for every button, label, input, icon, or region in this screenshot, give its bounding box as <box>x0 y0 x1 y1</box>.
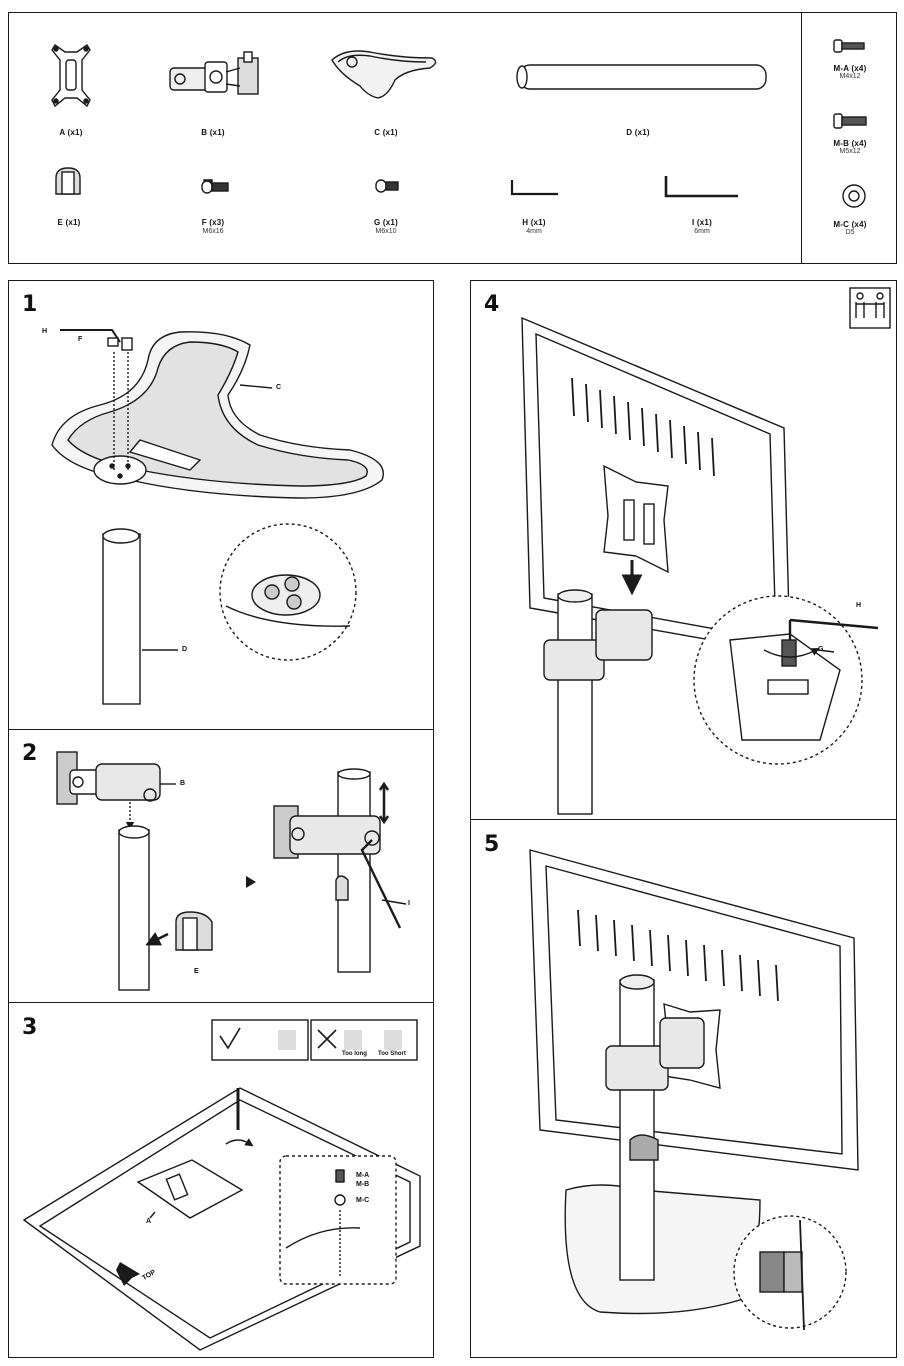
step-3-vesa-plate <box>136 1159 244 1219</box>
step-4-callout-h: H <box>856 602 862 609</box>
step-1-base-plate <box>51 331 384 499</box>
hardware-list-panel <box>801 12 897 264</box>
step-2-callout-b: B <box>180 780 186 787</box>
hardware-mb-label: M-B (x4) <box>833 139 867 148</box>
step-4-callout-g: G <box>818 646 824 653</box>
part-a-label: A (x1) <box>59 128 83 137</box>
part-f-label: F (x3) <box>201 218 225 227</box>
step-4-people-icon <box>849 287 891 329</box>
hardware-mc-spec: D5 <box>845 229 855 236</box>
step-4-number: 4 <box>484 292 500 317</box>
screw-mb-icon <box>833 113 867 129</box>
part-b-label: B (x1) <box>201 128 225 137</box>
part-g-label: G (x1) <box>374 218 398 227</box>
part-i-label: I (x1) <box>692 218 712 227</box>
part-g-spec: M6x10 <box>375 228 397 235</box>
parts-list-panel <box>8 12 802 264</box>
step-3-number: 3 <box>22 1015 38 1040</box>
washer-mc-icon <box>842 184 866 208</box>
step-3-callout-ma: M-A <box>356 1172 370 1179</box>
hardware-mb-spec: M5x12 <box>839 148 861 155</box>
part-c-label: C (x1) <box>374 128 398 137</box>
allen-key-4mm-icon <box>510 180 558 196</box>
screw-f-icon <box>201 179 229 194</box>
step-2-callout-i: I <box>408 900 410 907</box>
step-3-check-boxes <box>211 1019 418 1061</box>
part-h-label: H (x1) <box>522 218 546 227</box>
pole-icon <box>516 64 767 90</box>
step-3-callout-mb: M-B <box>356 1181 370 1188</box>
step-2-assembled <box>273 768 407 973</box>
step-5-number: 5 <box>484 832 500 857</box>
part-i-spec: 6mm <box>694 228 710 235</box>
step-5-stand <box>564 974 761 1315</box>
step-4-pole <box>543 589 653 815</box>
step-3-too-long-label: Too long <box>342 1051 367 1057</box>
base-plate-icon <box>331 50 437 99</box>
step-1-callout-f: F <box>78 336 83 343</box>
step-2-number: 2 <box>22 741 38 766</box>
step-3-too-short-label: Too Short <box>378 1051 406 1057</box>
hardware-ma-label: M-A (x4) <box>833 64 867 73</box>
step-3-callout-mc: M-C <box>356 1197 370 1204</box>
part-h-spec: 4mm <box>526 228 542 235</box>
step-1-zoom-detail <box>219 523 357 661</box>
screw-g-icon <box>375 179 399 193</box>
allen-key-6mm-icon <box>664 176 738 198</box>
step-2-clip-part <box>145 911 213 951</box>
vesa-plate-icon <box>51 43 91 108</box>
hardware-mc-label: M-C (x4) <box>833 220 867 229</box>
step-4-zoom-detail <box>693 595 879 765</box>
step-4-vesa-plate <box>603 464 669 574</box>
step-5-zoom-detail <box>733 1215 847 1331</box>
screw-ma-icon <box>833 39 865 53</box>
step-2-bracket <box>56 751 161 805</box>
step-5-monitor <box>529 849 859 1171</box>
step-3-callout-a: A <box>146 1218 152 1225</box>
step-3-zoom-box <box>279 1155 397 1285</box>
part-e-label: E (x1) <box>57 218 81 227</box>
step-1-callout-h: H <box>42 328 48 335</box>
step-2-callout-e: E <box>194 968 199 975</box>
part-d-label: D (x1) <box>626 128 650 137</box>
cable-clip-icon <box>55 167 81 195</box>
hardware-ma-spec: M4x12 <box>839 73 861 80</box>
step-1-number: 1 <box>22 292 38 317</box>
part-f-spec: M6x16 <box>202 228 224 235</box>
step-1-callout-d: D <box>182 646 188 653</box>
step-1-pole <box>102 528 178 705</box>
step-1-callout-c: C <box>276 384 282 391</box>
arm-bracket-icon <box>169 51 259 95</box>
